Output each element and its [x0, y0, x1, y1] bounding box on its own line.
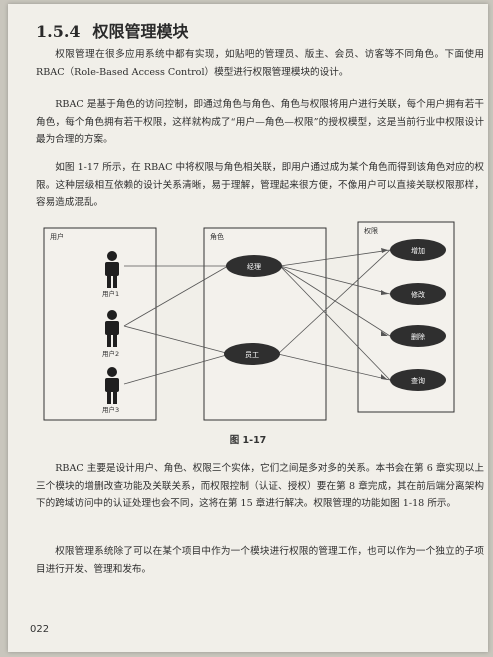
user-figure-1: [105, 251, 119, 288]
role-manager-ellipse: [226, 255, 282, 277]
user-label-1: 用户1: [102, 289, 119, 298]
permission-delete-ellipse: [390, 325, 446, 347]
rbac-diagram: 用户 角色 权限: [43, 221, 455, 421]
paragraph-subproject: 权限管理系统除了可以在某个项目中作为一个模块进行权限的管理工作，也可以作为一个独…: [36, 546, 484, 575]
user-label-2: 用户2: [102, 349, 119, 358]
permission-delete-label: 删除: [411, 332, 425, 341]
permission-query-ellipse: [390, 369, 446, 391]
user-role-links: [123, 265, 231, 385]
permission-query-label: 查询: [411, 376, 425, 385]
section-heading: 1.5.4 权限管理模块: [36, 18, 189, 42]
paragraph-figure-reference: 如图 1-17 所示，在 RBAC 中将权限与角色相关联，即用户通过成为某个角色…: [36, 162, 484, 208]
user-figure-3: [105, 367, 119, 404]
permission-add-ellipse: [390, 239, 446, 261]
role-employee-ellipse: [224, 343, 280, 365]
book-page: 1.5.4 权限管理模块 权限管理在很多应用系统中都有实现，如贴吧的管理员、版主、…: [8, 4, 488, 652]
permissions-box-label: 权限: [364, 226, 378, 235]
roles-box-label: 角色: [210, 232, 224, 241]
permission-add-label: 增加: [411, 246, 425, 255]
user-label-3: 用户3: [102, 405, 119, 414]
section-number: 1.5.4: [36, 22, 81, 41]
users-box: [43, 227, 157, 421]
role-employee-label: 员工: [245, 351, 259, 359]
page-number: 022: [30, 624, 50, 635]
users-box-label: 用户: [50, 232, 64, 241]
role-permission-links: [277, 249, 391, 381]
role-manager-label: 经理: [247, 262, 261, 271]
section-title: 权限管理模块: [92, 22, 189, 41]
user-figure-2: [105, 310, 119, 347]
permission-update-label: 修改: [411, 290, 425, 299]
paragraph-entities: RBAC 主要是设计用户、角色、权限三个实体，它们之间是多对多的关系。本书会在第…: [36, 463, 484, 509]
permission-update-ellipse: [390, 283, 446, 305]
paragraph-intro: 权限管理在很多应用系统中都有实现，如贴吧的管理员、版主、会员、访客等不同角色。下…: [36, 49, 484, 78]
figure-caption: 图 1-17: [229, 435, 267, 446]
arrow-heads: [381, 248, 388, 380]
paragraph-rbac-definition: RBAC 是基于角色的访问控制，即通过角色与角色、角色与权限将用户进行关联，每个…: [36, 99, 484, 145]
